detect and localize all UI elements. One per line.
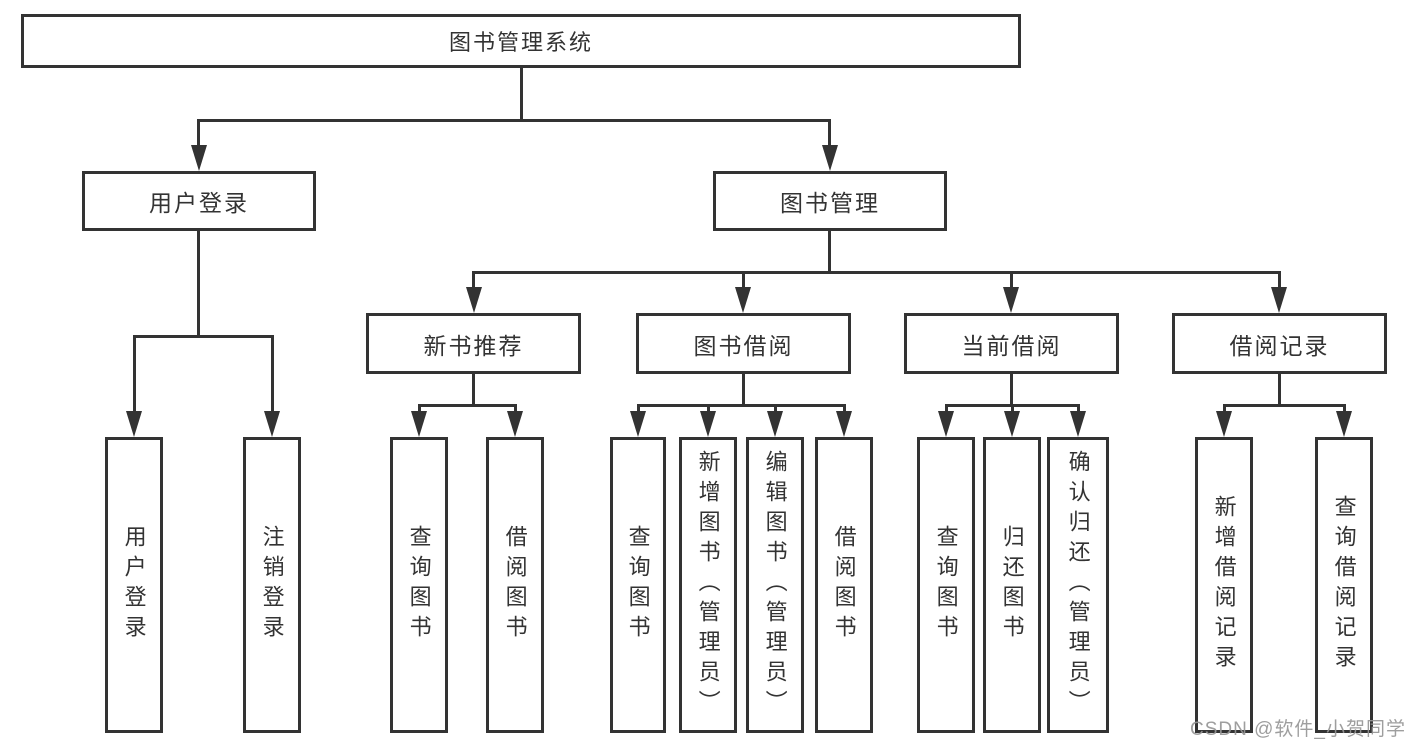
node-new-book-recommend: 新书推荐 xyxy=(366,313,581,374)
leaf-cb-query-books: 查询图书 xyxy=(917,437,975,733)
connector-drop-borrowing-records xyxy=(1278,271,1281,289)
leaf-br-query-record: 查询借阅记录 xyxy=(1315,437,1373,733)
connector-drop-login-leaf xyxy=(133,335,136,413)
leaf-bb-borrow-books-label: 借阅图书 xyxy=(831,525,857,645)
connector-drop-new-book xyxy=(472,271,475,289)
leaf-br-add-record: 新增借阅记录 xyxy=(1195,437,1253,733)
connector-drop-bb-add xyxy=(707,404,710,413)
leaf-nb-borrow-books-label: 借阅图书 xyxy=(502,525,528,645)
connector-new-book-rail xyxy=(418,404,517,407)
node-borrowing-records: 借阅记录 xyxy=(1172,313,1387,374)
connector-new-book-stem xyxy=(472,374,475,407)
connector-user-login-stem xyxy=(197,231,200,338)
connector-drop-cb-confirm xyxy=(1077,404,1080,413)
arrow-user-login xyxy=(191,145,207,171)
leaf-cb-confirm-return-admin: 确认归还（管理员） xyxy=(1047,437,1109,733)
arrow-bb-edit xyxy=(767,411,783,437)
leaf-logout: 注销登录 xyxy=(243,437,301,733)
connector-book-management-stem xyxy=(828,231,831,274)
connector-borrowing-stem xyxy=(742,374,745,407)
leaf-cb-query-books-label: 查询图书 xyxy=(933,525,959,645)
leaf-bb-add-book-admin-label: 新增图书（管理员） xyxy=(695,450,721,720)
connector-drop-book-borrowing xyxy=(742,271,745,289)
connector-records-stem xyxy=(1278,374,1281,407)
leaf-bb-edit-book-admin: 编辑图书（管理员） xyxy=(746,437,804,733)
connector-drop-bb-query xyxy=(637,404,640,413)
arrow-new-book xyxy=(466,287,482,313)
connector-drop-logout-leaf xyxy=(271,335,274,413)
connector-drop-cb-return xyxy=(1011,404,1014,413)
connector-drop-br-query xyxy=(1343,404,1346,413)
leaf-bb-edit-book-admin-label: 编辑图书（管理员） xyxy=(762,450,788,720)
leaf-nb-borrow-books: 借阅图书 xyxy=(486,437,544,733)
leaf-cb-confirm-return-admin-label: 确认归还（管理员） xyxy=(1065,450,1091,720)
connector-drop-nb-borrow xyxy=(514,404,517,413)
leaf-nb-query-books: 查询图书 xyxy=(390,437,448,733)
leaf-br-query-record-label: 查询借阅记录 xyxy=(1331,495,1357,675)
connector-borrowing-rail xyxy=(637,404,846,407)
connector-drop-br-add xyxy=(1223,404,1226,413)
node-current-borrowing: 当前借阅 xyxy=(904,313,1119,374)
arrow-login-leaf xyxy=(126,411,142,437)
leaf-bb-borrow-books: 借阅图书 xyxy=(815,437,873,733)
connector-drop-cb-query xyxy=(945,404,948,413)
arrow-current-borrowing xyxy=(1003,287,1019,313)
arrow-br-add xyxy=(1216,411,1232,437)
arrow-cb-query xyxy=(938,411,954,437)
leaf-cb-return-books-label: 归还图书 xyxy=(999,525,1025,645)
arrow-logout-leaf xyxy=(264,411,280,437)
node-library-system: 图书管理系统 xyxy=(21,14,1021,68)
arrow-br-query xyxy=(1336,411,1352,437)
watermark-text: CSDN @软件_小贺同学 xyxy=(1190,719,1405,740)
connector-user-login-rail xyxy=(133,335,274,338)
leaf-cb-return-books: 归还图书 xyxy=(983,437,1041,733)
node-book-management: 图书管理 xyxy=(713,171,947,231)
connector-level2-rail xyxy=(197,119,831,122)
leaf-logout-label: 注销登录 xyxy=(259,525,285,645)
arrow-book-borrowing xyxy=(735,287,751,313)
leaf-bb-query-books-label: 查询图书 xyxy=(625,525,651,645)
connector-root-stem xyxy=(520,68,523,121)
arrow-nb-query xyxy=(411,411,427,437)
connector-drop-bb-borrow xyxy=(843,404,846,413)
arrow-bb-add xyxy=(700,411,716,437)
arrow-book-management xyxy=(822,145,838,171)
leaf-nb-query-books-label: 查询图书 xyxy=(406,525,432,645)
leaf-user-login-label: 用户登录 xyxy=(121,525,147,645)
connector-current-stem xyxy=(1010,374,1013,407)
arrow-cb-return xyxy=(1004,411,1020,437)
node-book-borrowing: 图书借阅 xyxy=(636,313,851,374)
arrow-borrowing-records xyxy=(1271,287,1287,313)
connector-drop-nb-query xyxy=(418,404,421,413)
connector-drop-user-login xyxy=(197,119,200,149)
leaf-bb-query-books: 查询图书 xyxy=(610,437,666,733)
node-user-login: 用户登录 xyxy=(82,171,316,231)
connector-records-rail xyxy=(1223,404,1346,407)
connector-drop-bb-edit xyxy=(774,404,777,413)
leaf-bb-add-book-admin: 新增图书（管理员） xyxy=(679,437,737,733)
connector-drop-book-management xyxy=(828,119,831,149)
arrow-bb-query xyxy=(630,411,646,437)
arrow-nb-borrow xyxy=(507,411,523,437)
connector-level3-rail xyxy=(473,271,1281,274)
arrow-bb-borrow xyxy=(836,411,852,437)
arrow-cb-confirm xyxy=(1070,411,1086,437)
connector-drop-current-borrowing xyxy=(1010,271,1013,289)
leaf-br-add-record-label: 新增借阅记录 xyxy=(1211,495,1237,675)
leaf-user-login: 用户登录 xyxy=(105,437,163,733)
